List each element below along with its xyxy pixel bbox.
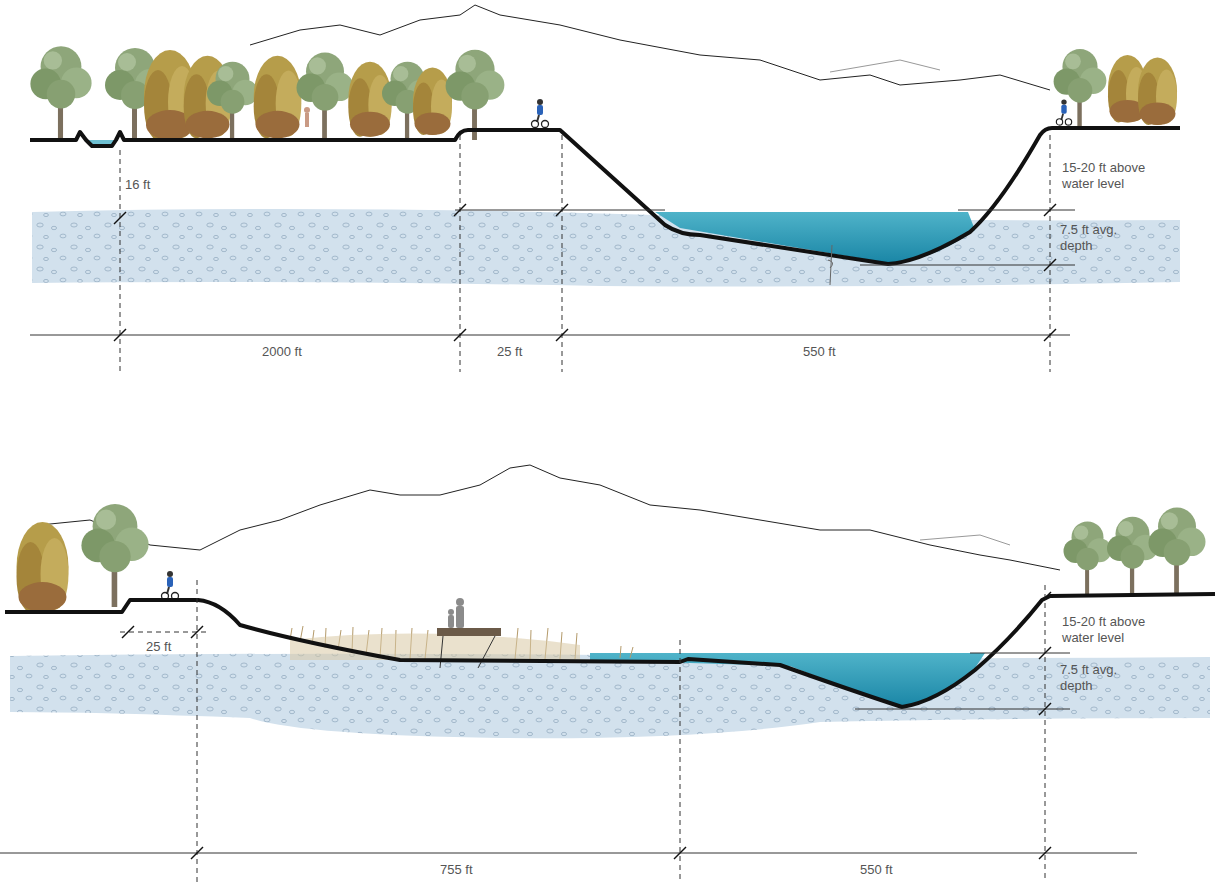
dimension-label: 2000 ft bbox=[262, 344, 302, 360]
dimension-label: 25 ft bbox=[497, 344, 522, 360]
height-note: 15-20 ft above water level bbox=[1062, 160, 1174, 192]
dimension-label: 550 ft bbox=[860, 862, 893, 878]
dimension-label: 25 ft bbox=[146, 639, 171, 655]
height-note: 15-20 ft above water level bbox=[1062, 614, 1174, 646]
depth-note: 7.5 ft avg. depth bbox=[1060, 222, 1128, 254]
dimension-label: 550 ft bbox=[803, 344, 836, 360]
depth-note: 7.5 ft avg. depth bbox=[1060, 662, 1128, 694]
dimension-label: 16 ft bbox=[125, 177, 150, 193]
dimension-label: 755 ft bbox=[440, 862, 473, 878]
